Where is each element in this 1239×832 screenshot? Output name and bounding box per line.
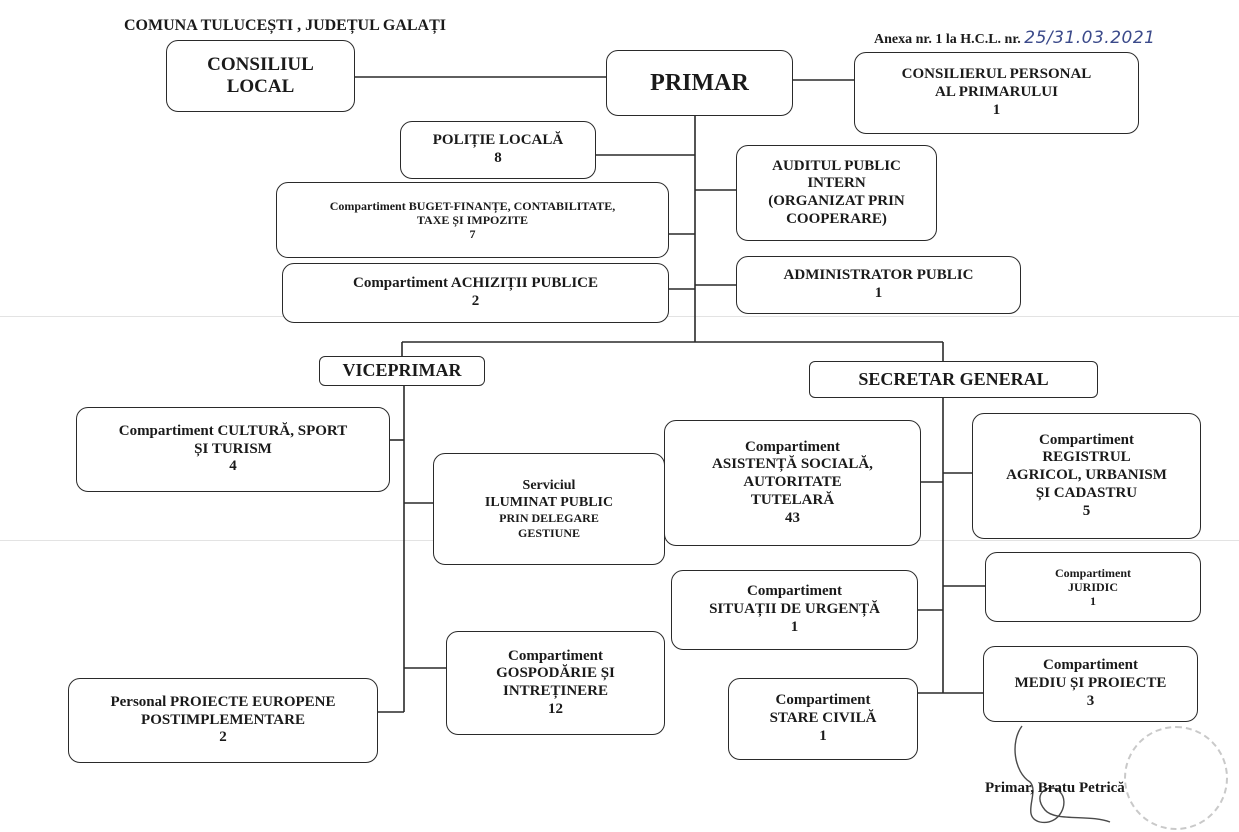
- box-viceprimar: VICEPRIMAR: [319, 356, 485, 386]
- annex-reference: Anexa nr. 1 la H.C.L. nr. 25/31.03.2021: [874, 28, 1155, 48]
- mayor-signature-label: Primar, Bratu Petrică: [985, 780, 1125, 796]
- box-primar: PRIMAR: [606, 50, 793, 116]
- official-stamp-icon: [1124, 726, 1228, 830]
- box-secretar-general: SECRETAR GENERAL: [809, 361, 1098, 398]
- institution-title: COMUNA TULUCEȘTI , JUDEȚUL GALAȚI: [124, 17, 446, 34]
- signature-icon: [1014, 725, 1111, 823]
- box-buget-finante: Compartiment BUGET-FINANȚE, CONTABILITAT…: [276, 182, 669, 258]
- annex-handwritten-number: 25/31.03.2021: [1024, 28, 1156, 48]
- annex-label: Anexa nr. 1 la H.C.L. nr.: [874, 32, 1021, 47]
